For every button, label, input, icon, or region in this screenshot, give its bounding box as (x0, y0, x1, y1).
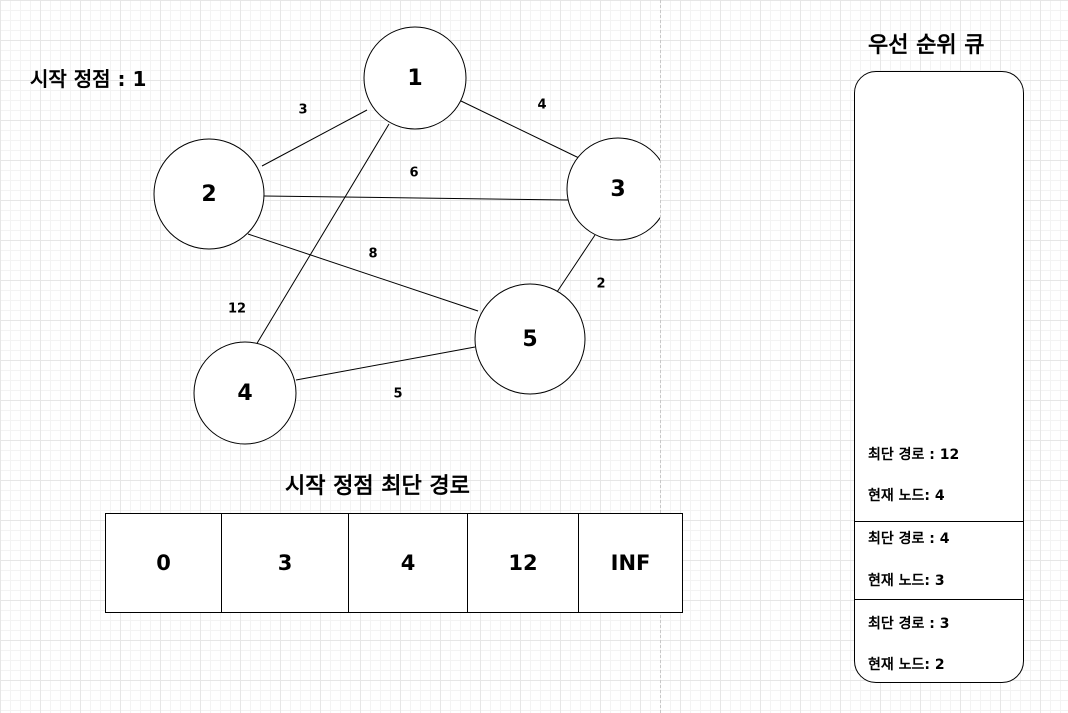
node-label: 5 (522, 327, 537, 352)
queue-item-distance: 최단 경로 : 3 (868, 616, 950, 632)
node-circle (363, 26, 467, 130)
queue-item-node: 현재 노드: 2 (868, 657, 945, 673)
node-circle (474, 283, 586, 395)
queue-item: 최단 경로 : 12 현재 노드: 4 (855, 441, 1023, 521)
distance-cell-node-4: 12 (468, 514, 579, 612)
edge-1-2 (261, 109, 368, 167)
edge-weight-4-5: 5 (393, 387, 402, 402)
edge-1-3 (460, 100, 580, 159)
edge-weight-1-3: 4 (537, 98, 546, 113)
graph-node-5: 5 (474, 283, 586, 395)
edge-2-3 (263, 195, 570, 201)
queue-item: 최단 경로 : 4 현재 노드: 3 (855, 521, 1023, 601)
edge-weight-1-4: 12 (228, 302, 246, 317)
edge-weight-2-5: 8 (368, 247, 377, 262)
edge-4-5 (295, 346, 476, 381)
start-vertex-label: 시작 정점 : 1 (30, 67, 147, 91)
distance-cell-node-2: 3 (222, 514, 349, 612)
queue-item: 최단 경로 : 3 현재 노드: 2 (855, 599, 1023, 679)
queue-item-node: 현재 노드: 3 (868, 573, 945, 589)
distance-cell-node-5: INF (610, 551, 651, 575)
page-divider (660, 0, 661, 713)
edge-weight-1-2: 3 (298, 103, 307, 118)
distance-cell-node-1: 0 (106, 514, 222, 612)
priority-queue: 최단 경로 : 12 현재 노드: 4 최단 경로 : 4 현재 노드: 3 최… (854, 71, 1024, 683)
graph-node-2: 2 (153, 138, 265, 250)
node-circle (566, 137, 660, 241)
graph-node-4: 4 (193, 341, 297, 445)
graph-node-3: 3 (566, 137, 660, 241)
node-label: 4 (237, 381, 252, 406)
node-circle (153, 138, 265, 250)
node-circle (193, 341, 297, 445)
node-label: 2 (201, 182, 216, 207)
queue-item-distance: 최단 경로 : 12 (868, 447, 960, 463)
distance-table: 0 3 4 12 INF (105, 513, 683, 613)
graph-node-1: 1 (363, 26, 467, 130)
edge-1-4 (255, 123, 390, 346)
queue-item-distance: 최단 경로 : 4 (868, 531, 950, 547)
edge-weight-2-3: 6 (409, 166, 418, 181)
priority-queue-title: 우선 순위 큐 (868, 33, 985, 58)
distance-table-title: 시작 정점 최단 경로 (285, 474, 470, 499)
node-label: 3 (610, 177, 625, 202)
node-label: 1 (407, 66, 422, 91)
edge-weight-3-5: 2 (596, 277, 605, 292)
edge-2-5 (247, 233, 479, 312)
queue-item-node: 현재 노드: 4 (868, 488, 945, 504)
distance-cell-node-3: 4 (349, 514, 468, 612)
edge-3-5 (556, 234, 596, 293)
